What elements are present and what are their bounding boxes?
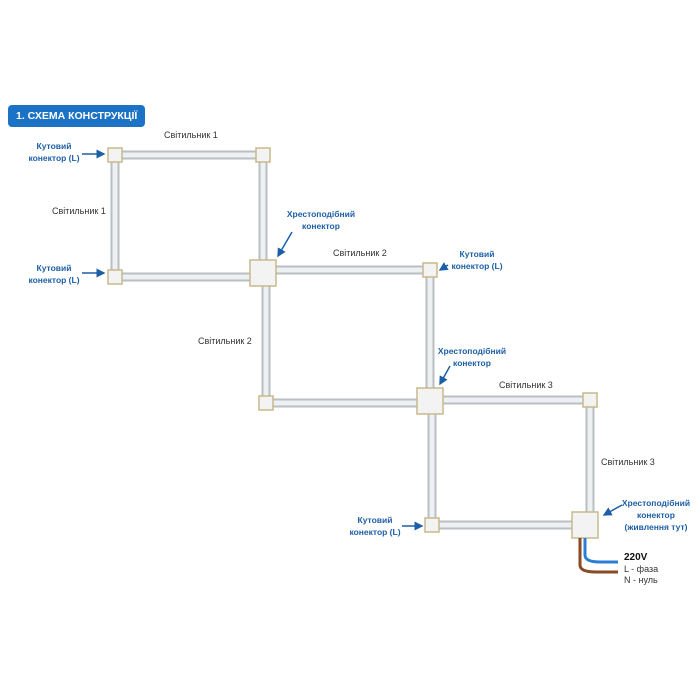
wire-brown <box>578 538 618 574</box>
lamp-frame-3 <box>427 395 595 530</box>
corner-connector <box>255 147 271 163</box>
cross-connector-label: Хрестоподібний конектор <box>286 209 356 231</box>
lamp-frame-1 <box>110 150 268 282</box>
cross-connector <box>249 259 277 287</box>
lamp-1-left-label: Світильник 1 <box>52 206 106 216</box>
corner-connector <box>107 269 123 285</box>
lamp-2-left-label: Світильник 2 <box>198 336 252 346</box>
section-header: 1. СХЕМА КОНСТРУКЦІЇ <box>8 105 146 127</box>
corner-connector <box>258 395 274 411</box>
neutral-label: N - нуль <box>624 575 658 585</box>
corner-connector <box>107 147 123 163</box>
corner-connector <box>422 262 438 278</box>
lamp-3-right-label: Світильник 3 <box>601 457 655 467</box>
corner-connector-label: Кутовий конектор (L) <box>349 515 401 537</box>
corner-connector-label: Кутовий конектор (L) <box>28 141 80 163</box>
lamp-1-top-label: Світильник 1 <box>164 130 218 140</box>
corner-connector <box>582 392 598 408</box>
cross-connector <box>571 511 599 539</box>
corner-connector-label: Кутовий конектор (L) <box>28 263 80 285</box>
wire-blue <box>583 538 618 564</box>
lamp-2-top-label: Світильник 2 <box>333 248 387 258</box>
lamp-3-top-label: Світильник 3 <box>499 380 553 390</box>
corner-connector-label: Кутовий конектор (L) <box>451 249 503 271</box>
cross-connector <box>416 387 444 415</box>
cross-connector-power-label: Хрестоподібний конектор (живлення тут) <box>621 498 691 532</box>
cross-connector-label: Хрестоподібний конектор <box>437 346 507 368</box>
corner-connector <box>424 517 440 533</box>
phase-label: L - фаза <box>624 564 659 574</box>
lamp-frame-2 <box>261 265 435 408</box>
voltage-label: 220V <box>624 552 648 563</box>
